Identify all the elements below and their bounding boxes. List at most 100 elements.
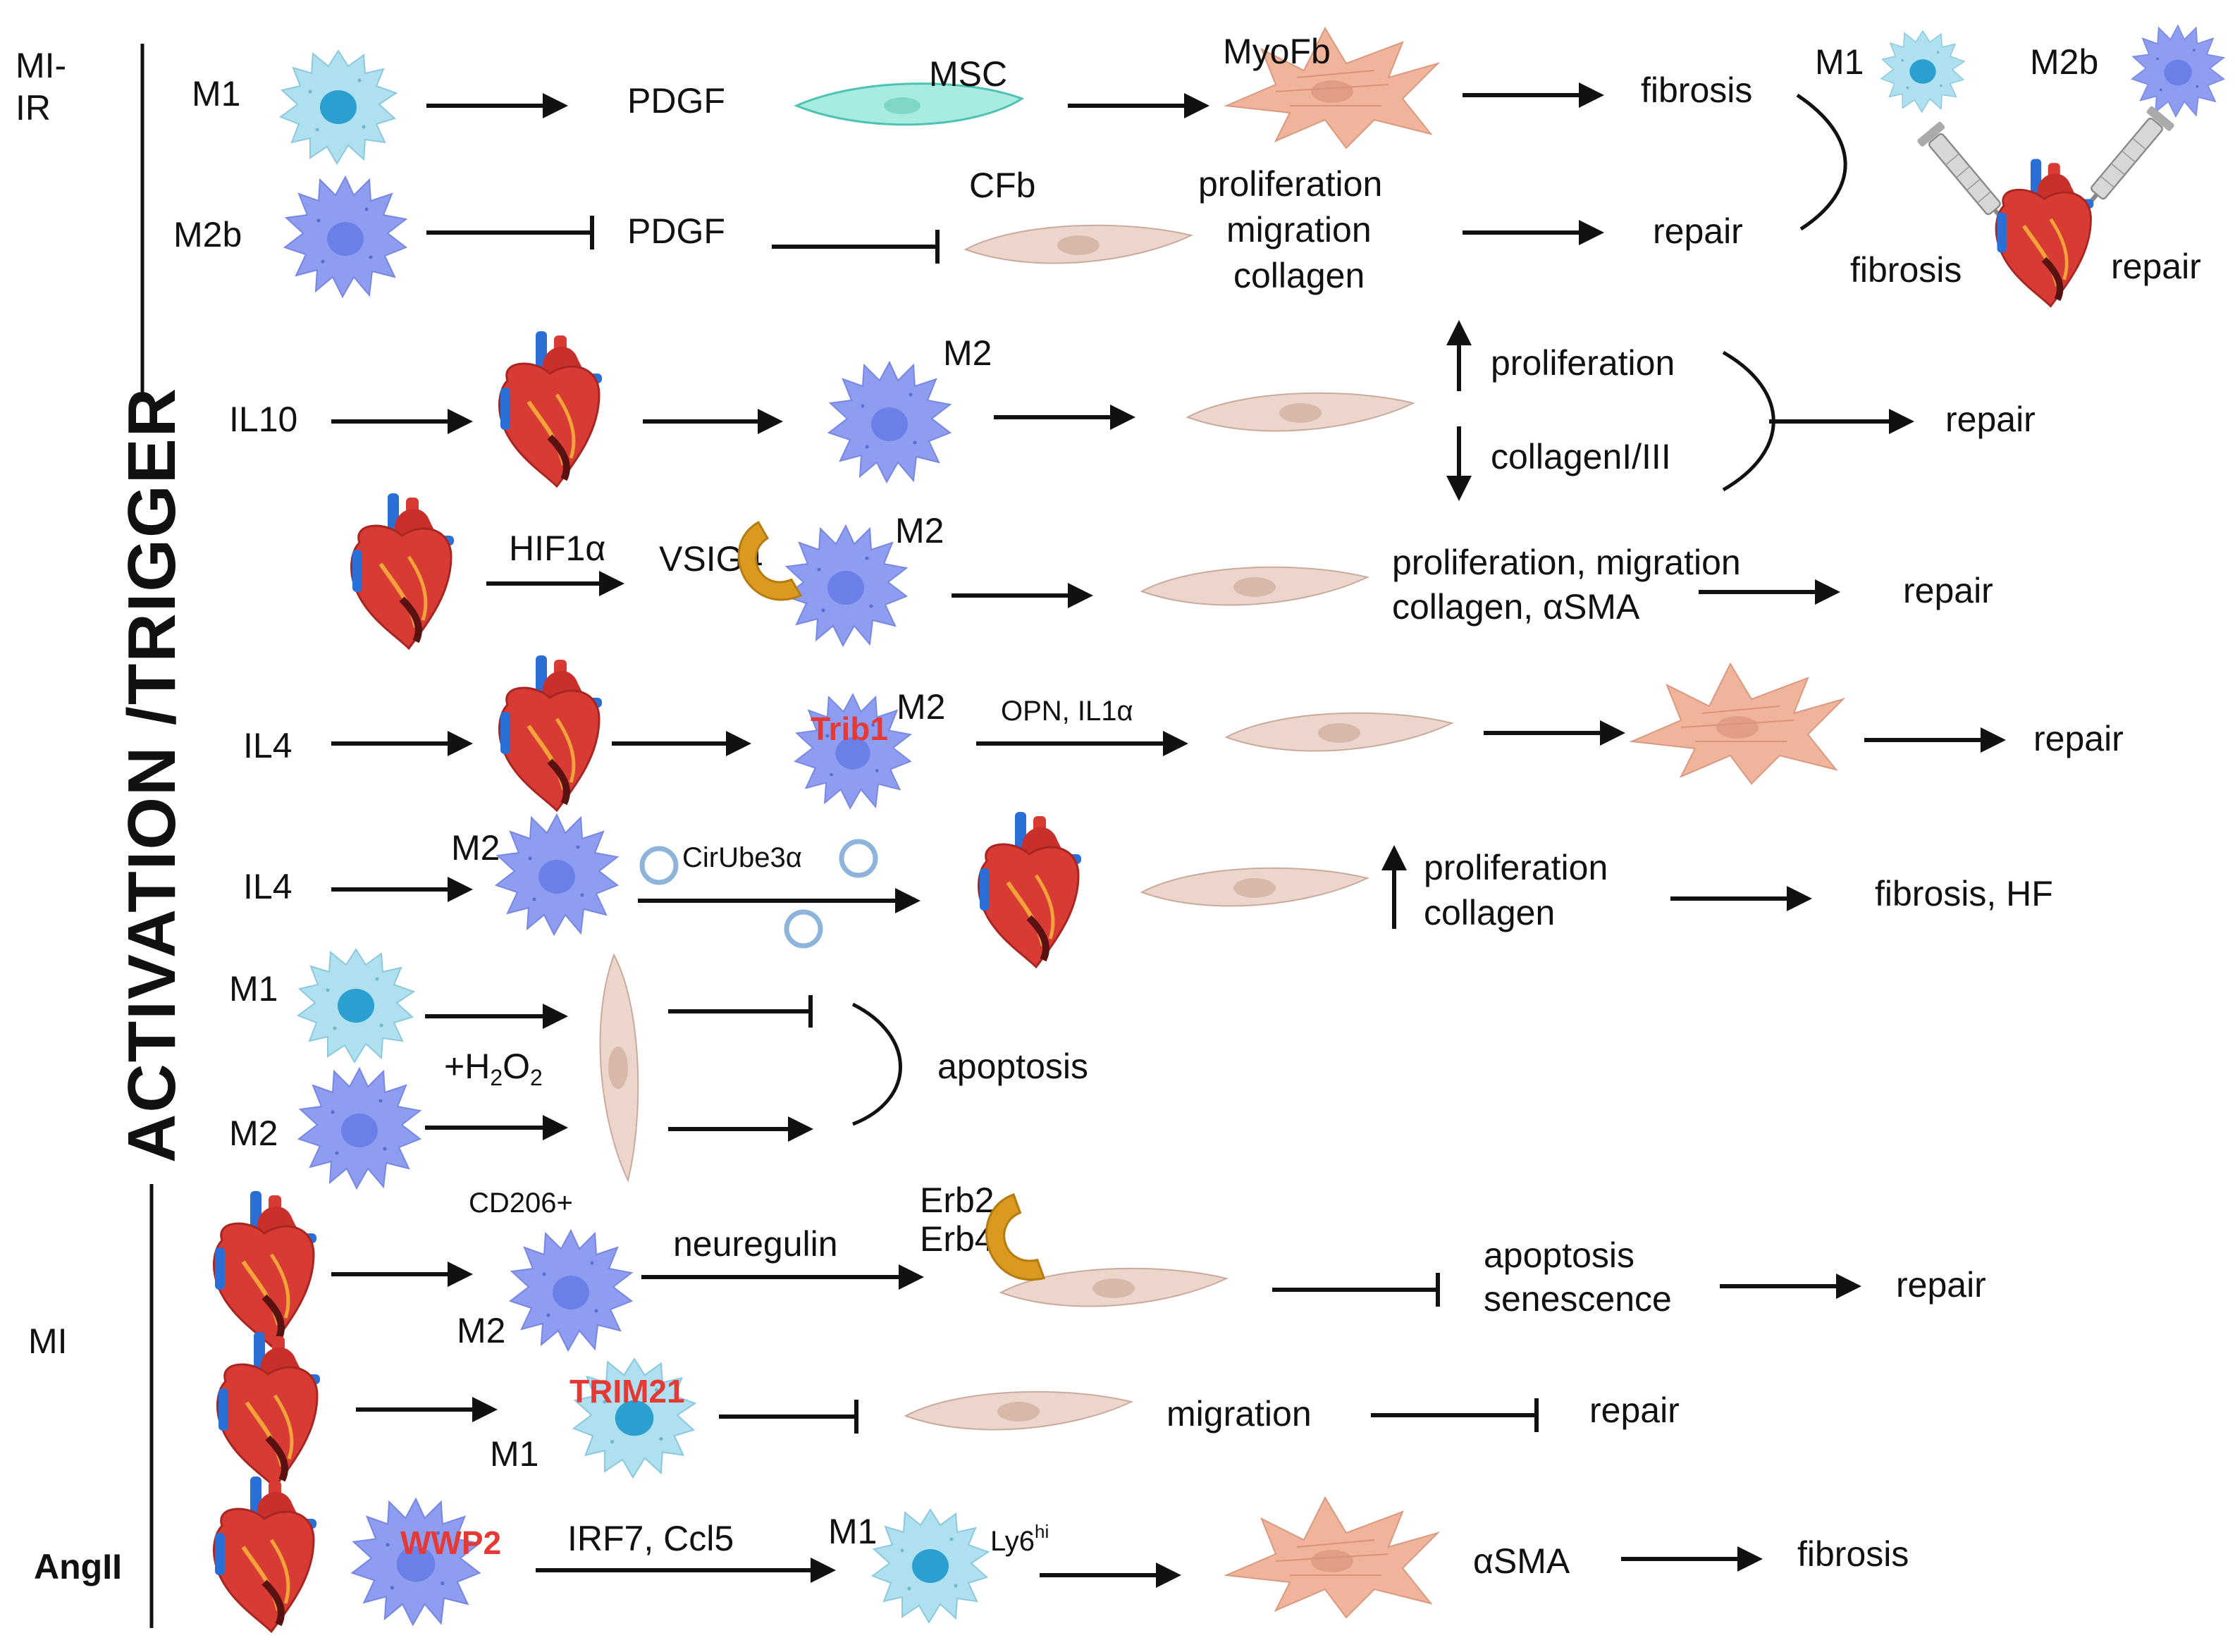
myofibroblast-icon: [1226, 1497, 1439, 1618]
cfb-label: CFb: [969, 166, 1035, 205]
apoptosis-label: apoptosis: [937, 1047, 1088, 1086]
fibrosis-hf-label: fibrosis, HF: [1875, 874, 2053, 913]
trim21-label: TRIM21: [569, 1373, 685, 1410]
effect-line1: proliferation, migration: [1392, 543, 1741, 582]
m2-label: M2: [943, 333, 992, 373]
m1-macrophage-icon: [297, 949, 414, 1063]
m1-label: M1: [490, 1434, 538, 1474]
erb2-label: Erb2,: [920, 1181, 1004, 1220]
fibroblast-icon: [1226, 712, 1453, 752]
m1-macrophage-icon: [1880, 30, 1965, 113]
effect-apoptosis: apoptosis: [1484, 1235, 1634, 1275]
heart-icon: [978, 812, 1081, 967]
repair-label: repair: [1903, 571, 1993, 610]
repair-label: repair: [2033, 719, 2124, 758]
fibroblast-icon: [1141, 566, 1368, 606]
erb4-label: Erb4: [920, 1219, 995, 1259]
effect-proliferation: proliferation: [1424, 848, 1608, 887]
m1-label: M1: [229, 969, 278, 1009]
m2-label: M2: [895, 511, 944, 550]
repair-label: repair: [1653, 211, 1743, 251]
fibroblast-icon: [965, 224, 1192, 264]
il4-label: IL4: [243, 726, 293, 765]
vesicle-icon: [784, 909, 823, 949]
m1-macrophage-icon: [280, 50, 397, 164]
mi-ir-label-line1: MI-: [16, 46, 66, 85]
trib1-label: Trib1: [811, 710, 888, 747]
irf-label: IRF7, Ccl5: [567, 1519, 734, 1558]
wwp2-label: WWP2: [400, 1524, 501, 1561]
m2b-macrophage-icon: [284, 176, 407, 297]
neuregulin-label: neuregulin: [673, 1224, 838, 1264]
effect-line2: collagen, αSMA: [1392, 587, 1640, 627]
ly6-label: Ly6hi: [990, 1521, 1049, 1557]
effect-collagen: collagen: [1424, 893, 1555, 932]
m2-label: M2: [457, 1311, 505, 1350]
mi-label: MI: [28, 1321, 68, 1361]
pdgf-label-2: PDGF: [627, 211, 725, 251]
collagen-label: collagenI/III: [1491, 437, 1671, 476]
proliferation-label: proliferation: [1491, 343, 1675, 383]
m2b-label: M2b: [173, 215, 242, 254]
vesicle-icon: [839, 839, 878, 878]
fibrosis-label: fibrosis: [1641, 70, 1752, 110]
m2-label: M2: [229, 1114, 278, 1153]
heart-icon: [499, 331, 602, 486]
m2-macrophage-icon: [351, 1498, 481, 1626]
m1-label: M1: [192, 74, 240, 113]
effect-migration: migration: [1226, 210, 1372, 249]
repair-label: repair: [1589, 1391, 1680, 1430]
fibroblast-icon: [599, 953, 639, 1183]
myofb-label: MyoFb: [1223, 32, 1331, 71]
m1-label: M1: [828, 1512, 877, 1551]
angii-label: AngII: [34, 1547, 122, 1586]
heart-icon: [214, 1477, 316, 1632]
mi-ir-label-line2: IR: [16, 88, 51, 128]
effect-proliferation: proliferation: [1198, 164, 1382, 204]
heart-icon: [1996, 159, 2093, 307]
legend-m2b-label: M2b: [2030, 42, 2098, 82]
msc-label: MSC: [929, 54, 1007, 94]
m2-macrophage-icon: [298, 1068, 421, 1189]
merge-bracket: [1796, 93, 1847, 231]
m2-label: M2: [451, 828, 500, 868]
cd206-label: CD206+: [469, 1188, 573, 1219]
fibrosis-label: fibrosis: [1797, 1534, 1909, 1574]
hif-label: HIF1α: [509, 529, 605, 568]
il4-label-2: IL4: [243, 867, 293, 906]
h2o2-label: +H2O2: [444, 1047, 543, 1090]
migration-label: migration: [1166, 1394, 1312, 1434]
fibroblast-icon: [905, 1391, 1132, 1431]
pdgf-label: PDGF: [627, 81, 725, 121]
myofibroblast-icon: [1631, 663, 1844, 784]
repair-label: repair: [1945, 400, 2036, 439]
heart-icon: [214, 1191, 316, 1346]
legend-fibrosis-label: fibrosis: [1850, 250, 1962, 290]
vesicle-icon: [639, 846, 679, 885]
cirube-label: CirUbe3α: [682, 842, 802, 873]
m2-macrophage-icon: [828, 362, 951, 483]
heart-icon: [499, 655, 602, 810]
repair-label: repair: [1896, 1265, 1986, 1305]
m2-macrophage-icon: [784, 525, 907, 646]
m2-macrophage-icon: [495, 814, 618, 935]
il10-label: IL10: [229, 400, 297, 439]
m2-macrophage-icon: [510, 1230, 632, 1351]
effect-collagen: collagen: [1233, 256, 1365, 295]
activation-trigger-label: ACTIVATION /TRIGGER: [114, 387, 190, 1163]
legend-repair-label: repair: [2111, 247, 2201, 286]
merge-bracket: [1722, 350, 1775, 492]
effect-senescence: senescence: [1484, 1279, 1672, 1319]
asma-label: αSMA: [1473, 1541, 1570, 1581]
heart-icon: [217, 1332, 320, 1487]
legend-m1-label: M1: [1815, 42, 1864, 82]
fibroblast-icon: [1187, 392, 1414, 432]
m2b-macrophage-icon: [2131, 25, 2225, 118]
merge-bracket: [851, 1002, 902, 1126]
heart-icon: [351, 493, 454, 648]
opn-label: OPN, IL1α: [1001, 696, 1133, 727]
m1-macrophage-icon: [872, 1509, 989, 1623]
m2-label: M2: [897, 687, 945, 727]
fibroblast-icon: [1141, 867, 1368, 907]
